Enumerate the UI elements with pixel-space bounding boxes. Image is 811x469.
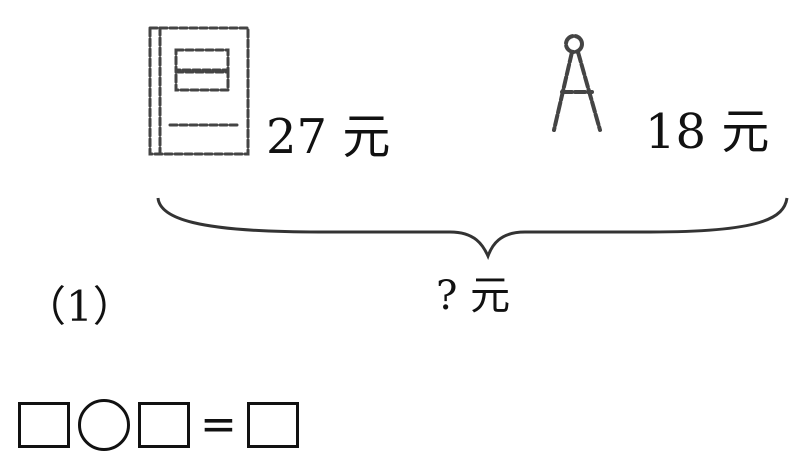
question-number: （1） — [24, 282, 135, 331]
answer-box-2[interactable] — [138, 402, 190, 448]
notebook-price: 27 元 — [266, 109, 391, 165]
operator-circle[interactable] — [78, 399, 130, 451]
total-label: ? 元 — [436, 273, 511, 319]
equals-sign: = — [200, 399, 237, 450]
compass-icon — [552, 34, 602, 132]
compass-price: 18 元 — [645, 104, 770, 160]
notebook-icon — [148, 26, 250, 156]
answer-box-result[interactable] — [246, 402, 299, 448]
total-brace — [156, 197, 789, 260]
answer-box-1[interactable] — [18, 402, 70, 448]
answer-equation: = — [18, 395, 299, 455]
